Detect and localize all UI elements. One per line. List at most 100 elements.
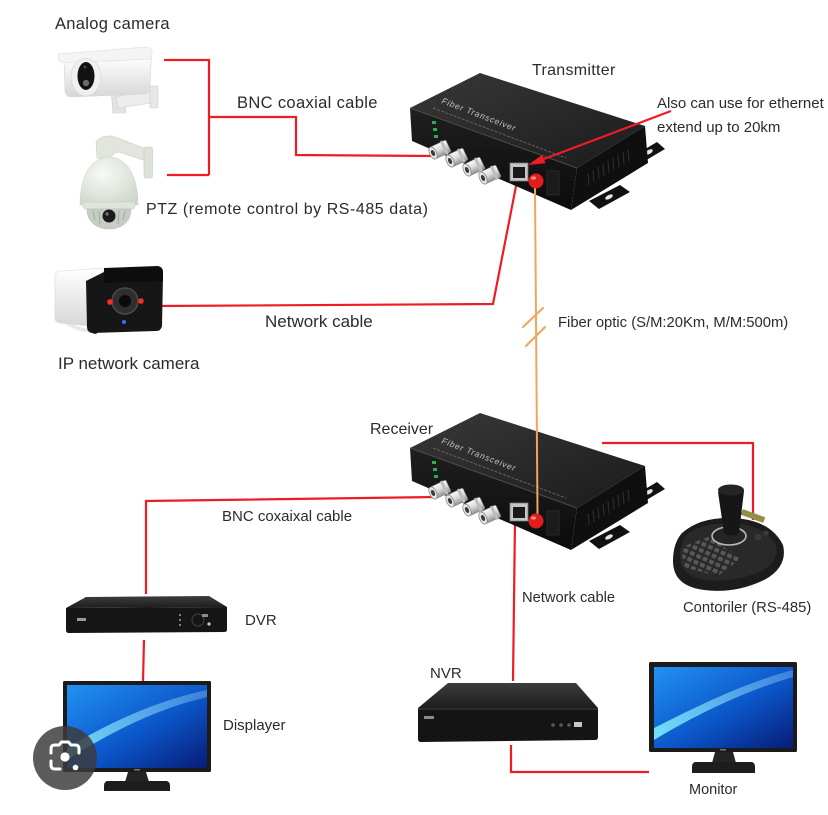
- rj45-socket: [513, 167, 525, 178]
- power-switch: [546, 510, 560, 536]
- status-led: [434, 475, 438, 478]
- vent-slot: [617, 494, 620, 508]
- fiber-break-mark: [522, 307, 544, 328]
- vent-slot: [622, 491, 625, 505]
- dvr-indicator: [178, 613, 182, 617]
- monitor-image: [649, 662, 797, 773]
- bnc-port-4: [478, 165, 501, 185]
- google-lens-button[interactable]: [33, 726, 97, 790]
- dvr-image: [66, 596, 227, 633]
- nvr-button: [559, 723, 563, 727]
- controller-button: [754, 533, 762, 541]
- ptz-ir-led: [117, 210, 120, 225]
- dvr-indicator: [178, 618, 182, 622]
- ir-led-left: [107, 299, 113, 305]
- label-nvr: NVR: [430, 665, 462, 683]
- transmitter-device: Fiber Transceiver: [409, 73, 665, 210]
- label-monitor: Monitor: [689, 782, 738, 798]
- lens-center-dot: [60, 752, 70, 762]
- bnc-socket: [464, 167, 470, 173]
- camera-wall-plate: [149, 85, 159, 109]
- dvr-top-face: [66, 596, 227, 608]
- bnc-collar: [440, 140, 449, 155]
- bnc-port-3: [462, 157, 485, 177]
- controller-image: [673, 484, 784, 591]
- ip-camera-hood: [104, 266, 163, 283]
- vent-slot: [602, 163, 605, 177]
- vent-slot: [612, 157, 615, 171]
- screen-light-streak: [67, 690, 207, 760]
- receiver-device: Fiber Transceiver: [409, 413, 665, 550]
- status-led: [432, 461, 436, 464]
- bnc-port-1: [428, 140, 451, 160]
- ptz-ir-led: [98, 210, 101, 225]
- fiber-layer: [522, 188, 546, 514]
- controller-keypad: [682, 537, 741, 576]
- vent-slot: [627, 488, 630, 502]
- vent-slot: [612, 497, 615, 511]
- bnc-port-1: [428, 480, 451, 500]
- vent-slot: [627, 148, 630, 162]
- bnc-coaxial-cable-to-dvr: [144, 495, 438, 594]
- power-switch: [546, 170, 560, 196]
- status-led: [122, 320, 126, 324]
- camera-ir-sensor: [83, 65, 87, 69]
- lens-frame-top: [49, 740, 81, 755]
- fiber-connector: [528, 173, 544, 189]
- dvr-usb-port: [202, 614, 208, 617]
- label-ip-network-camera: IP network camera: [58, 353, 200, 373]
- nvr-button: [567, 723, 571, 727]
- ptz-camera-image: [79, 135, 153, 230]
- cable-nvr-to-monitor: [509, 745, 649, 774]
- vent-slot: [607, 160, 610, 174]
- label-ptz-camera: PTZ (remote control by RS-485 data): [146, 201, 429, 218]
- vent-slot: [587, 512, 590, 526]
- bnc-socket: [447, 498, 453, 504]
- cable-dvr-to-displayer: [141, 639, 146, 682]
- dvr-front-panel: [66, 607, 227, 633]
- controller-button: [763, 530, 769, 536]
- vent-slot: [602, 503, 605, 517]
- bnc-socket: [447, 158, 453, 164]
- label-network-cable-nvr: Network cable: [522, 590, 616, 607]
- network-cable-to-transmitter: [157, 180, 519, 308]
- bnc-collar: [440, 480, 449, 495]
- label-dvr: DVR: [245, 612, 277, 629]
- callout-text-line-1: Also can use for ethernet: [657, 94, 824, 112]
- bnc-port-4: [478, 505, 501, 525]
- label-receiver: Receiver: [370, 421, 434, 439]
- bnc-collar: [490, 505, 499, 520]
- bnc-socket: [480, 515, 486, 521]
- label-displayer: Displayer: [223, 717, 286, 734]
- ptz-trim-ring: [82, 201, 136, 210]
- nvr-brand-logo: [424, 716, 434, 719]
- bnc-collar: [457, 148, 466, 163]
- joystick-handle: [718, 488, 744, 536]
- status-led: [433, 128, 437, 131]
- mounting-hole: [605, 534, 613, 540]
- bnc-socket: [464, 507, 470, 513]
- ptz-wall-arm: [95, 135, 147, 162]
- ethernet-callout-arrow: [528, 109, 672, 165]
- ip-camera-image: [54, 266, 163, 334]
- vent-slot: [617, 154, 620, 168]
- label-bnc-coaxial-cable: BNC coaxial cable: [237, 93, 378, 112]
- nvr-button: [551, 723, 555, 727]
- rs485-cable-to-controller: [602, 441, 755, 520]
- controller-lcd: [740, 509, 766, 523]
- ptz-lens-glint: [105, 212, 109, 216]
- status-led: [433, 468, 437, 471]
- google-lens-icon: [49, 740, 81, 771]
- fiber-connector: [528, 513, 544, 529]
- screen-light-streak: [654, 670, 793, 740]
- device-top-face: [410, 413, 645, 508]
- vent-slot: [597, 166, 600, 180]
- vent-slot: [587, 172, 590, 186]
- bnc-socket: [430, 150, 436, 156]
- vent-slot: [592, 169, 595, 183]
- lens-corner-dot: [72, 764, 79, 771]
- monitor-brand-logo: [720, 749, 726, 751]
- label-transmitter: Transmitter: [532, 62, 616, 79]
- callout-arrowhead: [528, 154, 546, 165]
